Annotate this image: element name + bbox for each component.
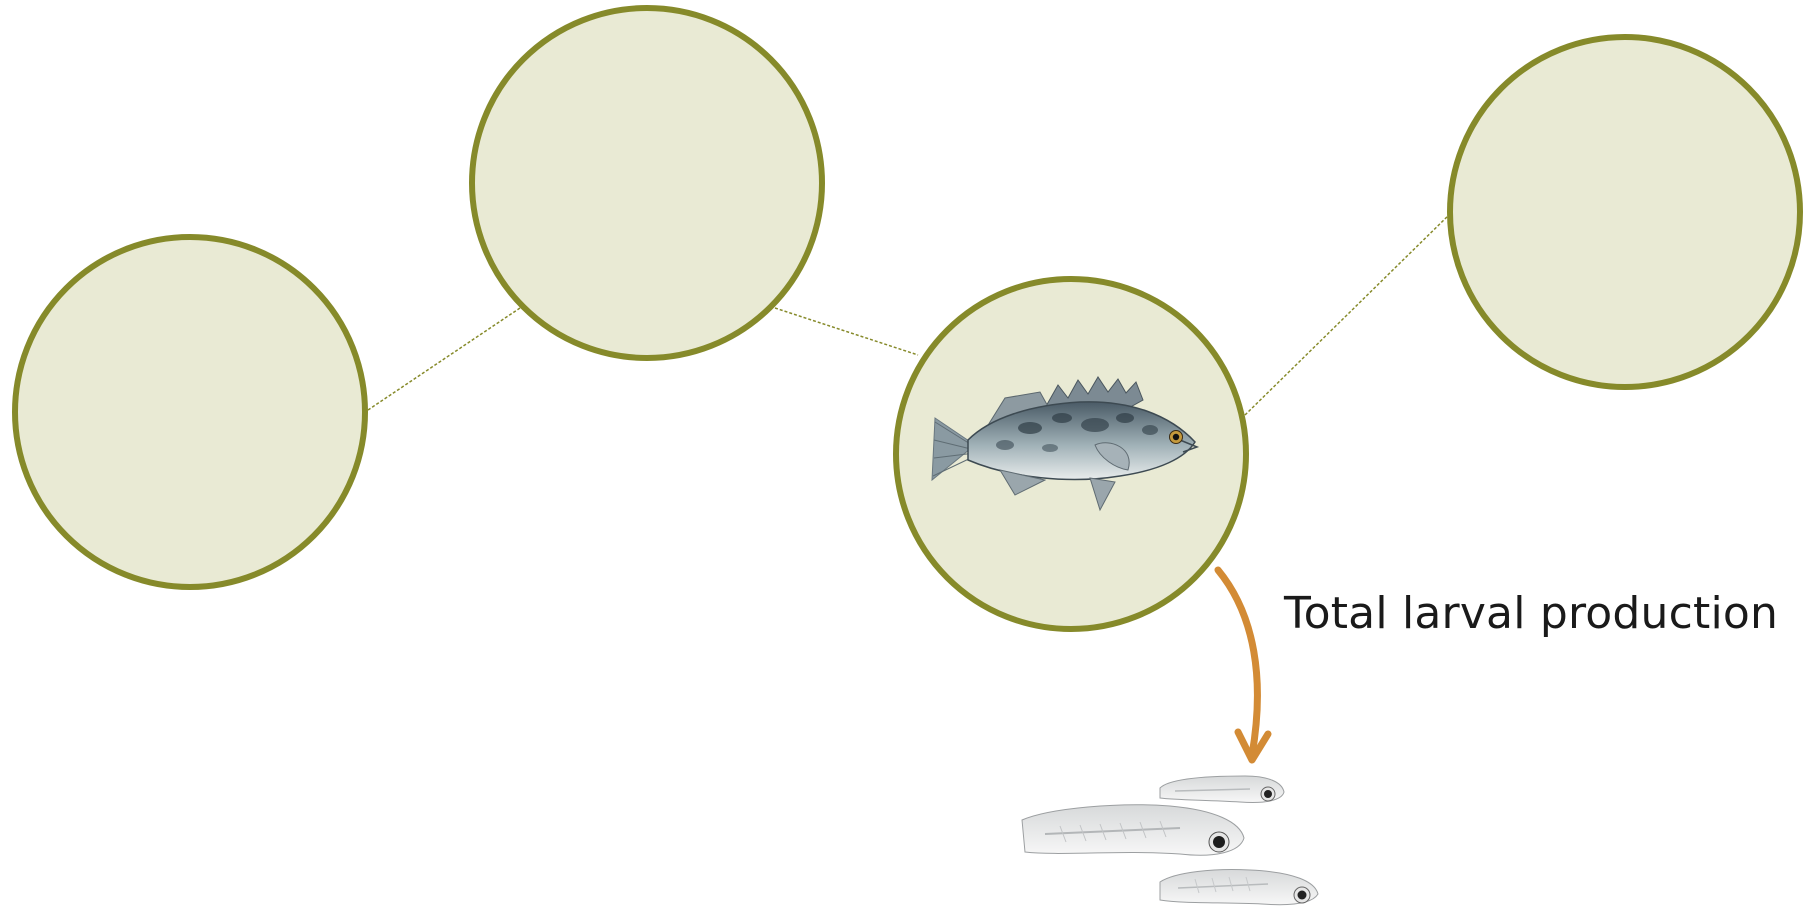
larval-fish-illustration	[1022, 776, 1318, 905]
node-top-center	[472, 8, 822, 358]
larva-small-bottom	[1160, 870, 1318, 905]
connector-fish-right	[1245, 212, 1452, 415]
node-left	[15, 237, 365, 587]
larval-production-arrow	[1218, 570, 1268, 760]
larva-large-middle	[1022, 805, 1244, 855]
node-right	[1450, 37, 1800, 387]
connector-top-fish	[775, 308, 918, 355]
larva-small-top	[1160, 776, 1284, 803]
arrow-label: Total larval production	[1284, 588, 1778, 639]
connector-left-top	[368, 308, 520, 410]
